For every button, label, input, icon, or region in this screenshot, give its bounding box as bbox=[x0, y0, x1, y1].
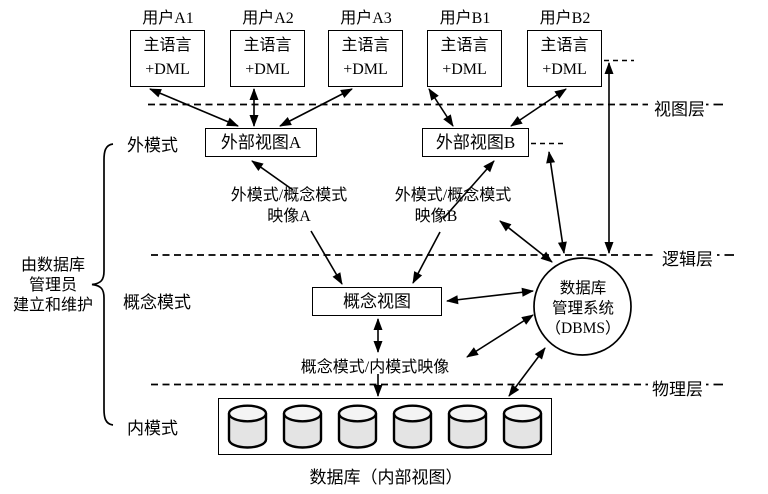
arrow-mappingB-dbms bbox=[499, 220, 553, 263]
arrow-mappingB-viewB bbox=[442, 160, 495, 220]
dbms-label-line2: 管理系统 bbox=[551, 300, 614, 317]
mapping-b-label: 外模式/概念模式 映像B bbox=[385, 185, 521, 227]
terminal-box-a3-line1: 主语言 bbox=[341, 37, 390, 54]
arrow-userB1-viewB bbox=[428, 88, 454, 127]
arrow-userA3-viewA bbox=[279, 88, 353, 127]
terminal-box-a2-line1: 主语言 bbox=[243, 37, 292, 54]
terminal-box-b2-line1: 主语言 bbox=[540, 37, 589, 54]
terminal-box-a3-line2: +DML bbox=[343, 61, 388, 78]
dba-annotation-line1: 由数据库 bbox=[20, 257, 85, 274]
terminal-box-b2-line2: +DML bbox=[542, 61, 587, 78]
arrow-mappingA-viewA bbox=[251, 160, 294, 191]
arrow-mappingB-conceptual bbox=[412, 231, 441, 284]
terminal-box-b1-line1: 主语言 bbox=[440, 37, 489, 54]
arrow-viewB-dbms bbox=[546, 151, 567, 254]
schema-label-external: 外模式 bbox=[127, 136, 178, 155]
terminal-box-a2: 主语言 +DML bbox=[230, 30, 305, 87]
schema-label-internal: 内模式 bbox=[127, 419, 178, 438]
terminal-box-b2: 主语言 +DML bbox=[527, 30, 602, 87]
arrow-conceptualview-dbms bbox=[446, 287, 534, 305]
schema-label-conceptual: 概念模式 bbox=[123, 293, 191, 312]
user-label-b2: 用户B2 bbox=[539, 10, 591, 27]
terminal-box-a1-line2: +DML bbox=[145, 61, 190, 78]
user-label-a3: 用户A3 bbox=[340, 10, 392, 27]
external-view-a-box: 外部视图A bbox=[205, 128, 317, 157]
arrow-userA1-viewA bbox=[149, 88, 239, 127]
layer-label-physical: 物理层 bbox=[652, 380, 703, 399]
database-cylinder-icon bbox=[282, 403, 323, 449]
dba-annotation-line3: 建立和维护 bbox=[12, 297, 93, 314]
user-label-a1: 用户A1 bbox=[142, 10, 194, 27]
mapping-a-line2: 映像A bbox=[267, 208, 311, 225]
database-cylinder-icon bbox=[392, 403, 433, 449]
terminal-box-a2-line2: +DML bbox=[245, 61, 290, 78]
dbms-circle bbox=[533, 257, 632, 356]
arrow-mappingA-conceptual bbox=[310, 230, 343, 285]
dba-annotation-line2: 管理员 bbox=[28, 277, 77, 294]
conceptual-view-box: 概念视图 bbox=[312, 287, 442, 316]
mapping-a-line1: 外模式/概念模式 bbox=[230, 187, 348, 204]
mapping-b-line1: 外模式/概念模式 bbox=[394, 187, 512, 204]
database-cylinder-icon bbox=[502, 403, 543, 449]
arrow-database-dbms bbox=[508, 347, 546, 397]
terminal-box-a1: 主语言 +DML bbox=[130, 30, 205, 87]
arrow-userB2-viewB bbox=[510, 88, 567, 127]
dba-annotation: 由数据库 管理员 建立和维护 bbox=[5, 256, 101, 316]
dbms-label-line1: 数据库 bbox=[559, 280, 607, 297]
layer-label-view: 视图层 bbox=[654, 100, 705, 119]
database-cylinder-icon bbox=[447, 403, 488, 449]
arrow-mappingCI-dbms bbox=[466, 314, 534, 358]
external-view-b-box: 外部视图B bbox=[422, 128, 529, 157]
dbms-label-line3: （DBMS） bbox=[545, 320, 621, 337]
mapping-conceptual-internal-label: 概念模式/内模式映像 bbox=[300, 359, 450, 376]
terminal-box-a3: 主语言 +DML bbox=[328, 30, 403, 87]
database-caption: 数据库（内部视图） bbox=[309, 468, 463, 487]
user-label-b1: 用户B1 bbox=[439, 10, 491, 27]
mapping-b-line2: 映像B bbox=[414, 208, 458, 225]
layer-label-logic: 逻辑层 bbox=[662, 250, 713, 269]
terminal-box-b1-line2: +DML bbox=[442, 61, 487, 78]
user-label-a2: 用户A2 bbox=[242, 10, 294, 27]
database-cylinder-icon bbox=[337, 403, 378, 449]
terminal-box-a1-line1: 主语言 bbox=[143, 37, 192, 54]
dbms-label: 数据库 管理系统 （DBMS） bbox=[534, 279, 632, 339]
brace-icon bbox=[91, 143, 114, 426]
terminal-box-b1: 主语言 +DML bbox=[427, 30, 502, 87]
mapping-a-label: 外模式/概念模式 映像A bbox=[220, 185, 358, 227]
database-box bbox=[218, 398, 552, 455]
database-cylinder-icon bbox=[227, 403, 268, 449]
